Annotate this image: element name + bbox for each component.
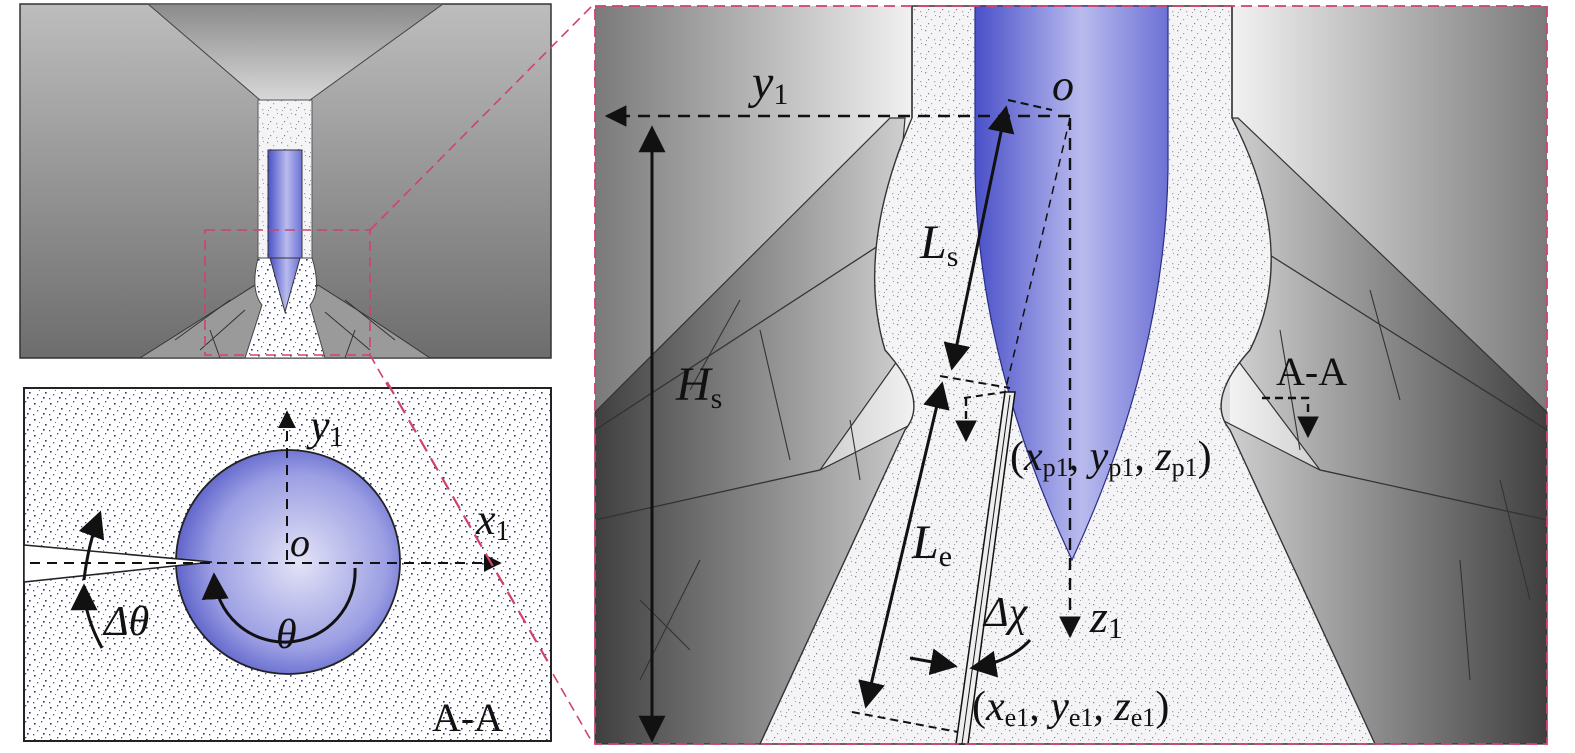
section-marker-right xyxy=(1262,396,1319,439)
overview-zoom-box xyxy=(204,229,371,356)
detail-blade-inner xyxy=(961,394,1011,745)
cross-section-panel: y1 x1 o Δθ θ A-A xyxy=(23,381,552,742)
detail-zoom-frame xyxy=(594,5,1548,745)
length-e-label: Le xyxy=(911,516,952,573)
ls-tick-top xyxy=(1007,99,1053,111)
point-p-coordinates: (xp1, yp1, zp1) xyxy=(1010,434,1212,482)
height-label: Hs xyxy=(675,358,722,415)
ls-dimension xyxy=(943,105,1015,371)
detail-section-label: A-A xyxy=(1276,349,1347,394)
overview-panel xyxy=(19,3,552,359)
zoom-connector-top xyxy=(369,5,593,231)
detail-origin-label: o xyxy=(1052,61,1074,110)
delta-theta-arc-top xyxy=(78,510,105,581)
cross-x-axis-label: x1 xyxy=(475,495,510,547)
delta-theta-label: Δθ xyxy=(102,599,149,645)
theta-arc xyxy=(201,567,357,644)
cross-y-axis-label: y1 xyxy=(306,401,344,453)
detail-diag-ref xyxy=(1004,117,1071,393)
delta-chi-arrow-left xyxy=(909,648,958,676)
cutting-plane-line xyxy=(386,381,549,663)
overview-rock-lines xyxy=(174,299,396,359)
detail-z-axis-label: z1 xyxy=(1089,591,1123,645)
le-dimension xyxy=(858,381,950,709)
delta-chi-label: Δχ xyxy=(982,590,1029,636)
cross-section-label: A-A xyxy=(432,695,503,740)
theta-label: θ xyxy=(276,612,297,658)
detail-y-axis-label: y1 xyxy=(747,56,788,111)
delta-theta-arc-bottom xyxy=(70,583,104,649)
overview-probe-tip xyxy=(269,257,301,314)
cross-origin-label: o xyxy=(290,520,310,565)
delta-chi-arrow-right xyxy=(969,638,1032,678)
detail-panel: o y1 z1 Hs Ls Le Δχ A-A (xp1, yp1, zp1) … xyxy=(594,5,1548,745)
length-s-label: Ls xyxy=(919,216,958,273)
overview-probe xyxy=(267,149,303,261)
le-tick-top xyxy=(939,375,1011,389)
le-tick-bottom xyxy=(851,711,959,733)
zoom-connector-bottom xyxy=(369,354,593,743)
detail-point-marker xyxy=(963,391,1006,399)
